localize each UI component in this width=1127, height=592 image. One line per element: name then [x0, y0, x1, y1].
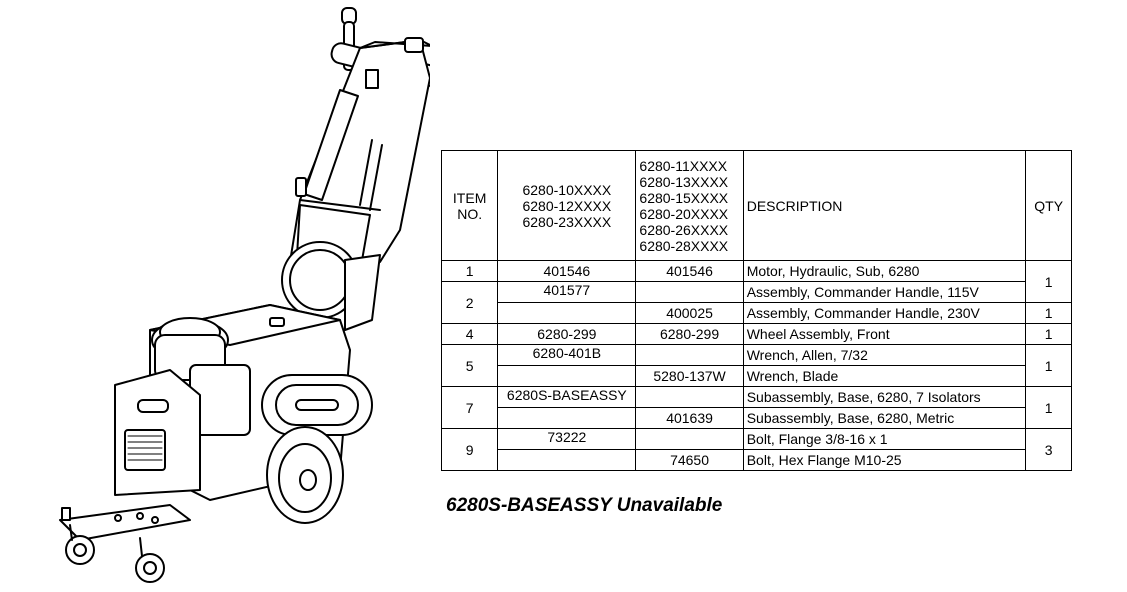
part-b-cell: [635, 344, 744, 366]
description-cell: Bolt, Hex Flange M10-25: [742, 449, 1027, 471]
part-a-cell: 401546: [497, 260, 637, 282]
table-row: 2 401577 Assembly, Commander Handle, 115…: [440, 281, 1072, 324]
table-row: 5280-137W Wrench, Blade: [442, 365, 1072, 387]
item-no-cell: 9: [440, 428, 499, 471]
part-a-cell: 6280-299: [497, 323, 637, 345]
part-a-cell: 6280S-BASEASSY: [497, 386, 637, 408]
machine-illustration: [59, 7, 430, 583]
qty-cell: 1: [1025, 323, 1072, 345]
description-cell: Wheel Assembly, Front: [742, 323, 1027, 345]
front-casters: [59, 504, 191, 583]
header-qty: QTY: [1025, 150, 1072, 261]
description-cell: Bolt, Flange 3/8-16 x 1: [742, 428, 1027, 450]
qty-cell: 1: [1025, 344, 1072, 387]
description-cell: Wrench, Blade: [742, 365, 1027, 387]
item-no-cell: 2: [440, 281, 499, 324]
part-b-cell: [635, 428, 744, 450]
item-no-cell: 7: [440, 386, 499, 429]
table-row: 9 73222 Bolt, Flange 3/8-16 x 1 3: [440, 428, 1072, 471]
part-b-cell: 74650: [635, 449, 744, 471]
table-row: 1 401546 401546 Motor, Hydraulic, Sub, 6…: [440, 260, 1072, 303]
part-a-cell: [497, 302, 637, 324]
part-a-cell: [497, 449, 637, 471]
part-a-cell: 401577: [497, 281, 637, 303]
description-cell: Assembly, Commander Handle, 230V: [742, 302, 1027, 324]
qty-cell: 1: [1025, 302, 1072, 324]
item-no-cell: 1: [440, 260, 499, 282]
description-cell: Motor, Hydraulic, Sub, 6280: [742, 260, 1027, 282]
part-a-cell: [497, 407, 637, 429]
belt-guard: [261, 374, 373, 436]
part-b-cell: 6280-299: [635, 323, 744, 345]
part-a-cell: [497, 365, 637, 387]
part-b-cell: [635, 281, 744, 303]
description-cell: Assembly, Commander Handle, 115V: [742, 281, 1027, 303]
part-b-cell: [635, 386, 744, 408]
part-a-cell: 73222: [497, 428, 637, 450]
part-a-cell: 6280-401B: [497, 344, 637, 366]
item-no-cell: 4: [440, 323, 499, 345]
table-row: 7 6280S-BASEASSY Subassembly, Base, 6280…: [440, 386, 1072, 429]
part-b-cell: 400025: [635, 302, 744, 324]
table-row: 401639 Subassembly, Base, 6280, Metric: [442, 407, 1072, 429]
rear-wheel: [266, 426, 344, 524]
part-b-cell: 401546: [635, 260, 744, 282]
description-cell: Subassembly, Base, 6280, Metric: [742, 407, 1027, 429]
availability-note: 6280S-BASEASSY Unavailable: [446, 495, 723, 516]
table-row: 400025 Assembly, Commander Handle, 230V …: [442, 302, 1072, 324]
part-b-cell: 5280-137W: [635, 365, 744, 387]
qty-cell: 1: [1025, 386, 1072, 429]
qty-cell: 1: [1025, 260, 1072, 303]
header-description: DESCRIPTION: [742, 150, 1027, 261]
item-no-cell: 5: [440, 344, 499, 387]
description-cell: Subassembly, Base, 6280, 7 Isolators: [742, 386, 1027, 408]
part-b-cell: 401639: [635, 407, 744, 429]
table-row: 5 6280-401B Wrench, Allen, 7/32 1: [440, 344, 1072, 387]
table-row: 74650 Bolt, Hex Flange M10-25: [442, 449, 1072, 471]
qty-cell: 3: [1025, 428, 1072, 471]
description-cell: Wrench, Allen, 7/32: [742, 344, 1027, 366]
table-row: 4 6280-299 6280-299 Wheel Assembly, Fron…: [440, 323, 1072, 345]
